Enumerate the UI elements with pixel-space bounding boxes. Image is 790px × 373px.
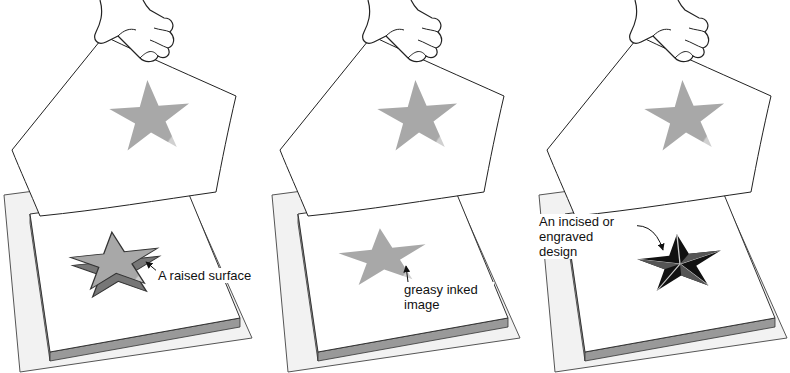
planographic-panel	[272, 0, 520, 372]
lifted-paper	[280, 0, 504, 216]
engraved-star	[635, 230, 724, 293]
inked-star	[336, 224, 429, 287]
callout-label: greasy inked image	[402, 282, 494, 312]
relief-panel	[4, 0, 252, 372]
engraved-facets	[635, 230, 724, 293]
callout-label: A raised surface	[156, 268, 270, 283]
leader-arrow	[406, 266, 408, 282]
raised-star	[68, 228, 161, 291]
lifted-paper	[547, 0, 771, 216]
lifted-paper	[12, 0, 236, 216]
callout-label: An incised or engraved design	[537, 214, 637, 259]
intaglio-panel	[539, 0, 787, 372]
